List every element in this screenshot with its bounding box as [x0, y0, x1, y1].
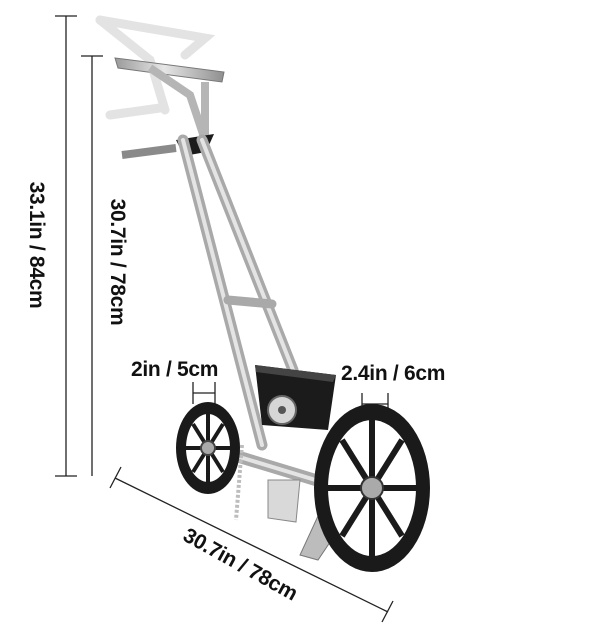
rear-wheel-width-label: 2.4in / 6cm: [341, 362, 446, 385]
front-wheel-width-line: [192, 382, 216, 404]
height-dimension-line: [55, 15, 77, 477]
front-wheel-width-label: 2in / 5cm: [131, 358, 219, 381]
front-wheel: [176, 402, 240, 494]
rear-wheel: [314, 404, 430, 572]
handle-height-label: 30.7in / 78cm: [106, 198, 129, 326]
total-height-label: 33.1in / 84cm: [25, 181, 48, 309]
drag-chain: [234, 444, 244, 521]
length-dimension-line: [109, 466, 394, 623]
seed-hopper: [255, 365, 336, 430]
drive-gear: [267, 395, 297, 425]
raised-handle-ghost: [95, 15, 216, 120]
handle-height-dimension-line: [81, 55, 103, 476]
